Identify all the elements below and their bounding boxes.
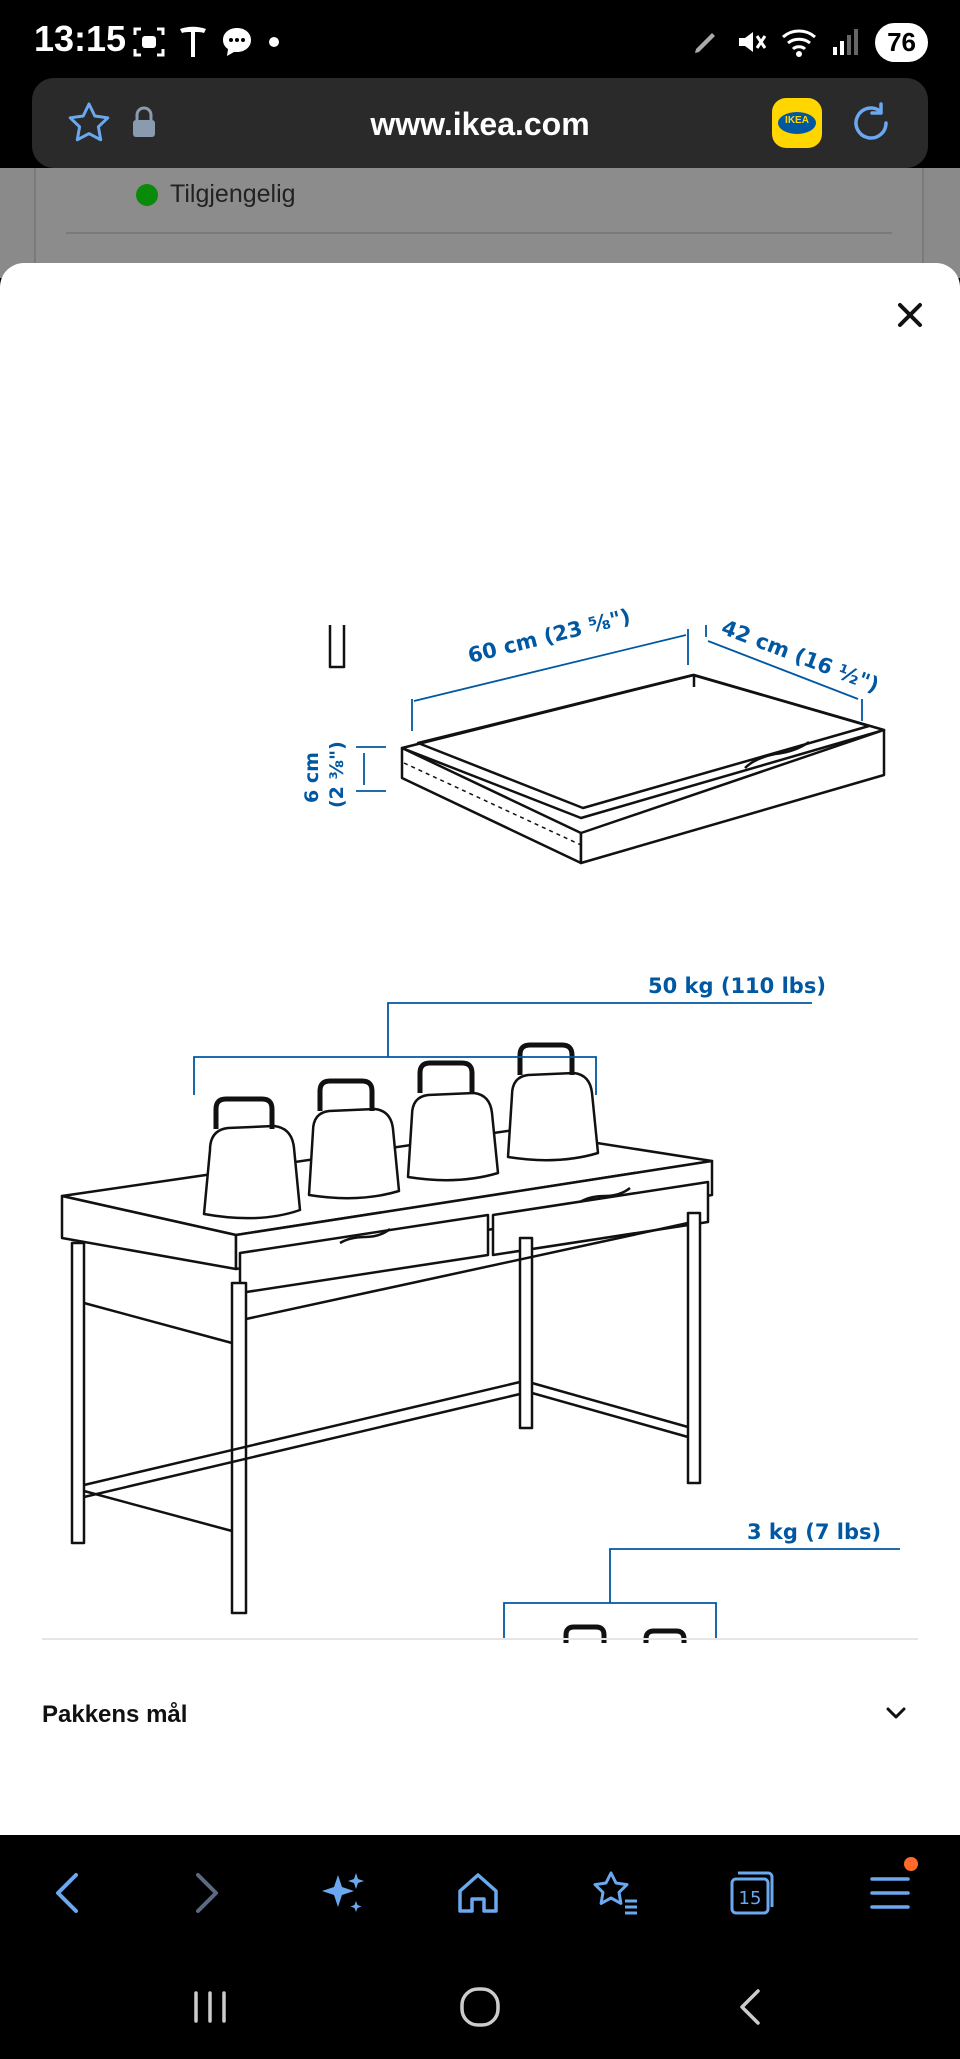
tabs-button[interactable]: 15 xyxy=(722,1863,782,1923)
signal-icon xyxy=(833,29,859,55)
product-details-sheet: 60 cm (23 ⅝") 42 cm (16 ½") 6 cm (2 ⅜") … xyxy=(0,263,960,1835)
chevron-left-icon xyxy=(56,1873,78,1913)
drawer-bottom-illustration xyxy=(563,1624,687,1643)
product-illustration: 60 cm (23 ⅝") 42 cm (16 ½") 6 cm (2 ⅜") … xyxy=(60,604,900,1643)
forward-button[interactable] xyxy=(176,1863,236,1923)
url-text[interactable]: www.ikea.com xyxy=(370,106,590,142)
browser-toolbar: 15 xyxy=(0,1835,960,1947)
accordion-title: Pakkens mål xyxy=(42,1701,188,1728)
availability-text: Tilgjengelig xyxy=(170,180,296,208)
dot-icon xyxy=(269,37,279,47)
ai-assistant-button[interactable] xyxy=(312,1863,372,1923)
chevron-right-icon xyxy=(196,1873,218,1913)
background-divider xyxy=(66,232,892,234)
recent-apps-icon xyxy=(194,1991,226,2023)
screenshot-icon xyxy=(133,27,165,57)
recent-apps-button[interactable] xyxy=(180,1977,240,2037)
lock-icon[interactable] xyxy=(130,106,158,140)
home-button[interactable] xyxy=(448,1863,508,1923)
notification-dot xyxy=(904,1857,918,1871)
drawer-width-label: 60 cm (23 ⅝") xyxy=(465,604,632,668)
drawer-load-label: 3 kg (7 lbs) xyxy=(747,1520,881,1544)
svg-text:15: 15 xyxy=(739,1888,762,1909)
background-card: Tilgjengelig xyxy=(34,168,924,278)
hamburger-menu-icon xyxy=(870,1877,910,1909)
system-navigation-bar xyxy=(0,1947,960,2059)
back-button[interactable] xyxy=(38,1863,98,1923)
sparkle-icon xyxy=(322,1873,364,1912)
tabs-icon: 15 xyxy=(730,1871,774,1915)
menu-button[interactable] xyxy=(860,1857,920,1923)
desk-illustration xyxy=(60,1042,714,1615)
availability-dot xyxy=(136,184,158,206)
back-nav-button[interactable] xyxy=(720,1977,780,2037)
status-icons-right: 76 xyxy=(691,20,928,64)
ikea-logo-icon[interactable]: IKEA xyxy=(772,98,822,148)
chat-icon xyxy=(223,28,251,56)
status-icons-left xyxy=(132,22,282,62)
wifi-icon xyxy=(782,29,817,57)
pen-icon xyxy=(695,33,716,53)
close-icon[interactable] xyxy=(886,291,934,339)
home-nav-button[interactable] xyxy=(450,1977,510,2037)
home-icon xyxy=(458,1873,498,1913)
status-bar: 13:15 76 xyxy=(0,0,960,80)
mute-icon xyxy=(739,32,767,52)
bookmarks-button[interactable] xyxy=(586,1863,646,1923)
status-time: 13:15 xyxy=(34,18,127,59)
drawer-height-label: 6 cm xyxy=(301,752,323,803)
back-chevron-icon xyxy=(740,1989,760,2025)
package-dimensions-accordion[interactable]: Pakkens mål xyxy=(42,1663,918,1763)
drawer-height-inch-label: (2 ⅜") xyxy=(326,741,348,808)
tesla-icon xyxy=(180,26,206,57)
background-page: Tilgjengelig xyxy=(0,168,960,278)
battery-level: 76 xyxy=(875,22,928,62)
bookmark-star-icon[interactable] xyxy=(66,100,112,146)
chevron-down-icon[interactable] xyxy=(882,1699,910,1727)
section-divider xyxy=(42,1638,918,1640)
reload-icon[interactable] xyxy=(848,100,894,146)
desk-load-label: 50 kg (110 lbs) xyxy=(648,974,826,998)
drawer-top-illustration xyxy=(400,673,886,865)
drawer-depth-label: 42 cm (16 ½") xyxy=(718,615,882,697)
home-circle-icon xyxy=(460,1987,500,2027)
bookmarks-star-icon xyxy=(593,1871,637,1915)
address-bar[interactable]: www.ikea.com IKEA xyxy=(32,78,928,168)
